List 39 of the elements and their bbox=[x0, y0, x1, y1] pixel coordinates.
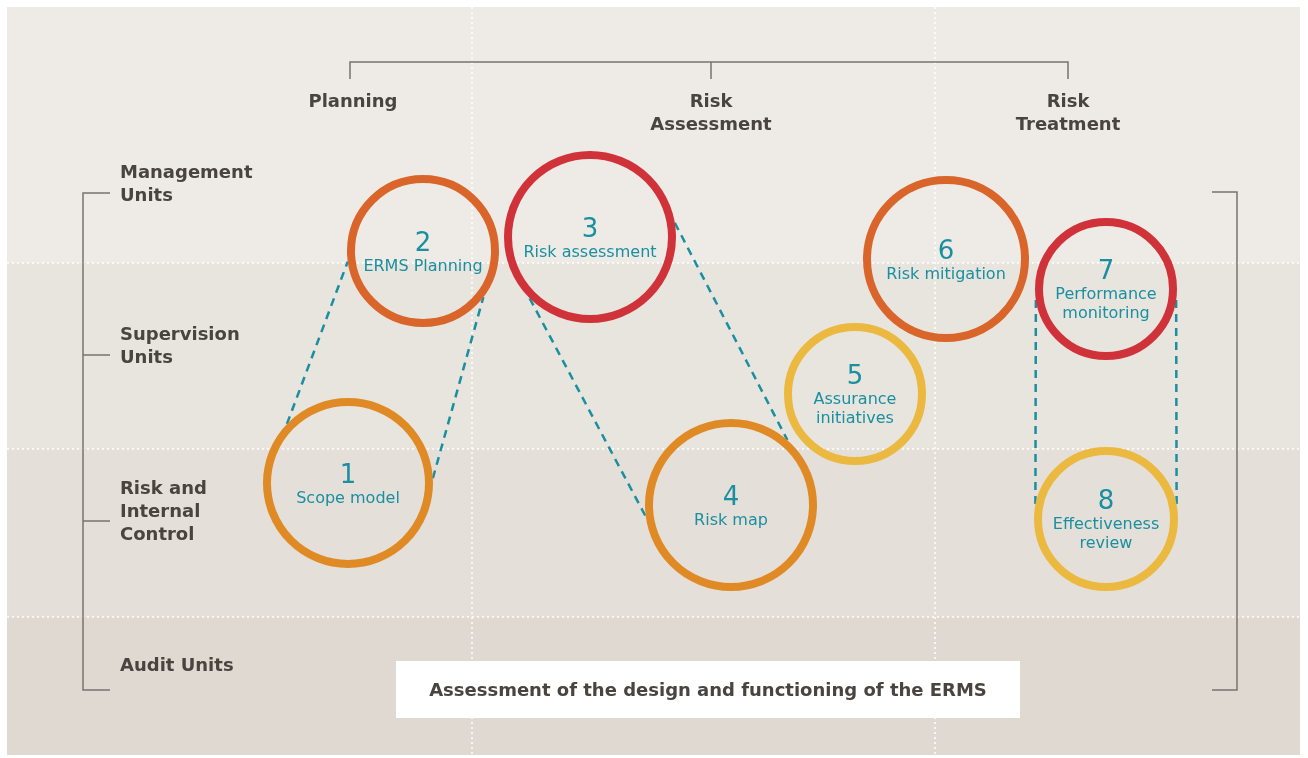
step-number: 5 bbox=[846, 361, 864, 389]
step-label: Performance monitoring bbox=[1054, 284, 1158, 322]
step-number: 7 bbox=[1097, 256, 1115, 284]
step-circle bbox=[1034, 447, 1178, 591]
row-label: Supervision Units bbox=[120, 322, 241, 368]
step-number: 8 bbox=[1097, 486, 1115, 514]
dashed-connector bbox=[1034, 300, 1038, 505]
step-number: 6 bbox=[937, 235, 955, 264]
row-label: Risk and Internal Control bbox=[120, 476, 208, 545]
step-number: 3 bbox=[581, 213, 599, 242]
row-label: Audit Units bbox=[120, 653, 235, 676]
step-label: Scope model bbox=[296, 487, 400, 507]
row-label: Management Units bbox=[120, 160, 254, 206]
step-label: ERMS Planning bbox=[363, 255, 483, 275]
step-label: Assurance initiatives bbox=[812, 389, 898, 427]
dashed-connector bbox=[285, 261, 349, 425]
step-number: 4 bbox=[722, 481, 740, 510]
step-label: Effectiveness review bbox=[1051, 514, 1161, 552]
step-circle bbox=[504, 151, 676, 323]
step-label: Risk assessment bbox=[523, 241, 657, 261]
step-circle bbox=[1035, 218, 1177, 360]
step-label: Risk map bbox=[694, 509, 768, 529]
note-text: Assessment of the design and functioning of the ERMS bbox=[429, 679, 987, 700]
dashed-connector bbox=[431, 296, 485, 479]
column-heading: Planning bbox=[307, 89, 399, 112]
dashed-connector bbox=[528, 297, 647, 518]
step-circle bbox=[784, 323, 926, 465]
step-circle bbox=[645, 419, 817, 591]
step-circle bbox=[347, 175, 499, 327]
note-box bbox=[396, 661, 1020, 718]
step-label: Risk mitigation bbox=[886, 263, 1006, 283]
dashed-connector bbox=[1174, 300, 1178, 505]
step-circle bbox=[263, 398, 433, 568]
step-number: 2 bbox=[414, 227, 432, 256]
column-heading: Risk Treatment bbox=[1014, 89, 1122, 135]
column-heading: Risk Assessment bbox=[649, 89, 773, 135]
step-number: 1 bbox=[339, 459, 357, 488]
dashed-connector bbox=[673, 222, 789, 441]
step-circle bbox=[863, 176, 1029, 342]
